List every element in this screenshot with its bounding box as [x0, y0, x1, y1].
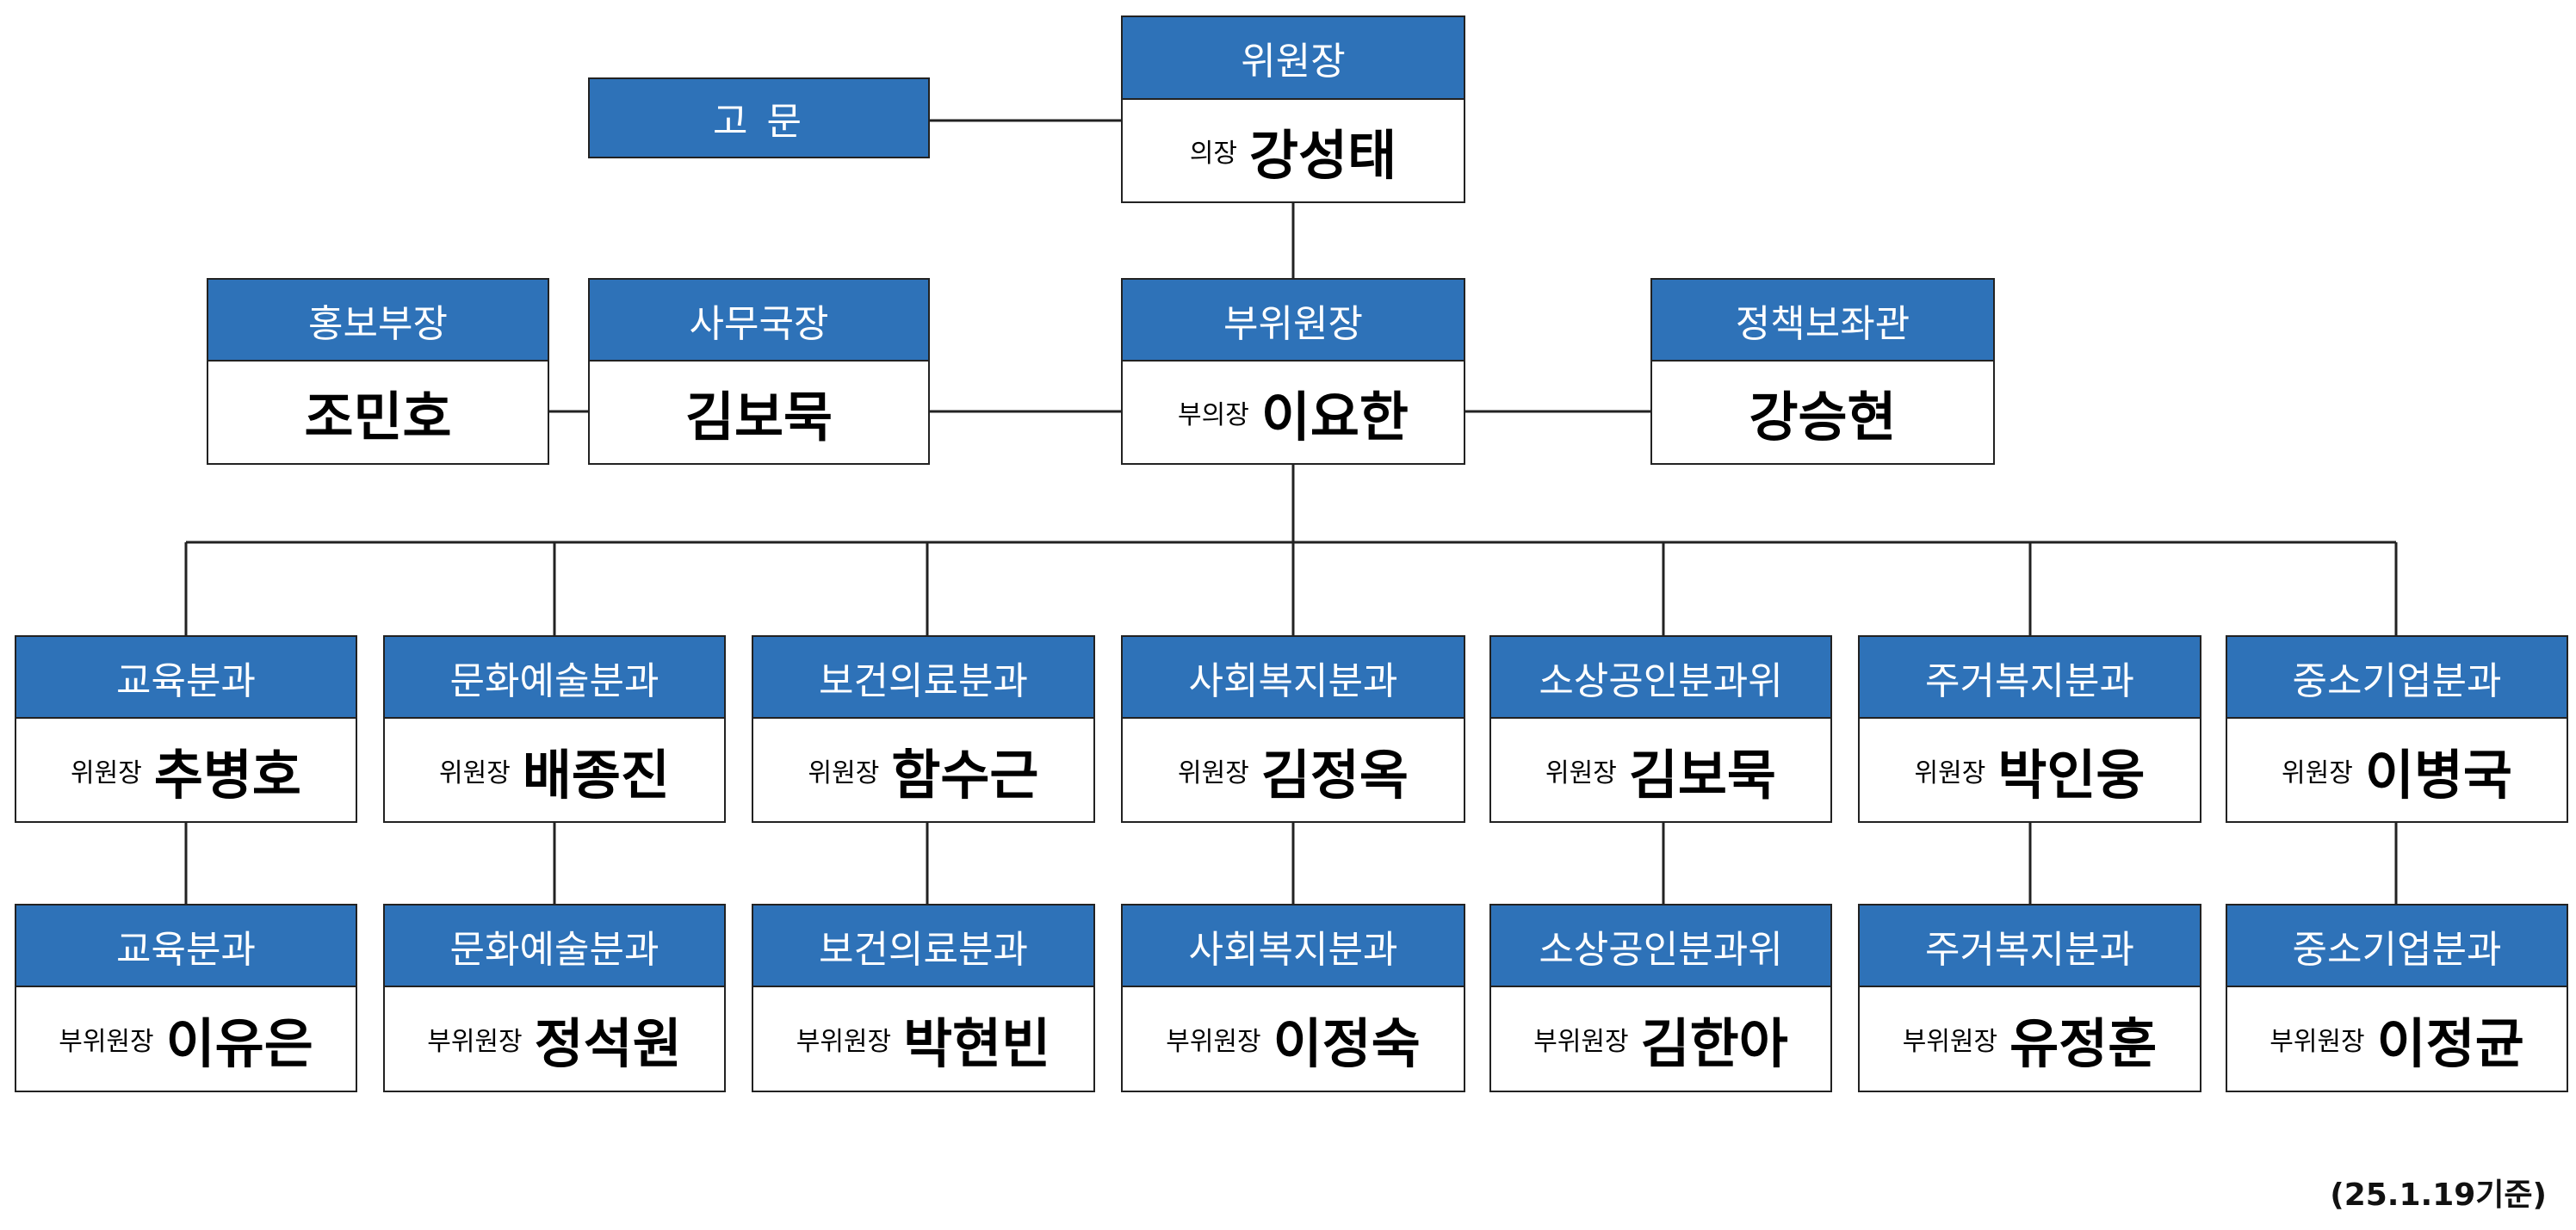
- vice-chair-box: 부위원장 부의장 이요한: [1121, 278, 1465, 465]
- committee-7-chair-box: 중소기업분과 위원장 이병국: [2226, 635, 2568, 823]
- committee-4-chair-name: 김정옥: [1260, 743, 1409, 807]
- committee-5-chair-role: 위원장: [1545, 757, 1617, 788]
- committee-4-chair-role: 위원장: [1178, 757, 1249, 788]
- committee-6-chair-body: 위원장 박인웅: [1860, 719, 2200, 821]
- pr-head-name: 조민호: [304, 386, 452, 448]
- committee-4-vice-body: 부위원장 이정숙: [1123, 987, 1464, 1091]
- committee-2-vice-name: 정석원: [534, 1012, 682, 1075]
- committee-1-chair-role: 위원장: [71, 757, 142, 788]
- committee-6-vice-role: 부위원장: [1902, 1027, 1998, 1057]
- chair-body: 의장 강성태: [1123, 100, 1464, 201]
- committee-4-title: 사회복지분과: [1123, 637, 1464, 719]
- committee-1-vice-box: 교육분과 부위원장 이유은: [15, 904, 357, 1092]
- committee-5-vice-name: 김한아: [1640, 1012, 1788, 1075]
- committee-7-chair-role: 위원장: [2282, 757, 2353, 788]
- committee-7-vice-name: 이정균: [2376, 1012, 2524, 1075]
- committee-1-chair-body: 위원장 추병호: [16, 719, 356, 821]
- committee-7-vice-body: 부위원장 이정균: [2227, 987, 2567, 1091]
- committee-3-vice-role: 부위원장: [796, 1027, 892, 1057]
- committee-5-vice-role: 부위원장: [1533, 1027, 1629, 1057]
- committee-1-vice-role: 부위원장: [59, 1027, 154, 1057]
- committee-1-chair-box: 교육분과 위원장 추병호: [15, 635, 357, 823]
- committee-6-vice-box: 주거복지분과 부위원장 유정훈: [1858, 904, 2201, 1092]
- policy-aide-body: 강승현: [1652, 362, 1993, 463]
- committee-2-chair-name: 배종진: [522, 743, 670, 807]
- committee-3-vice-body: 부위원장 박현빈: [753, 987, 1093, 1091]
- committee-3-chair-name: 함수근: [891, 743, 1039, 807]
- committee-6-chair-box: 주거복지분과 위원장 박인웅: [1858, 635, 2201, 823]
- committee-3-vice-title: 보건의료분과: [753, 906, 1093, 987]
- committee-4-chair-body: 위원장 김정옥: [1123, 719, 1464, 821]
- committee-7-vice-role: 부위원장: [2269, 1027, 2365, 1057]
- committee-3-title: 보건의료분과: [753, 637, 1093, 719]
- committee-6-title: 주거복지분과: [1860, 637, 2200, 719]
- vice-chair-body: 부의장 이요한: [1123, 362, 1464, 463]
- secretary-box: 사무국장 김보묵: [588, 278, 930, 465]
- committee-2-vice-body: 부위원장 정석원: [385, 987, 724, 1091]
- committee-4-vice-box: 사회복지분과 부위원장 이정숙: [1121, 904, 1465, 1092]
- committee-2-chair-body: 위원장 배종진: [385, 719, 724, 821]
- committee-7-vice-title: 중소기업분과: [2227, 906, 2567, 987]
- committee-5-chair-box: 소상공인분과위 위원장 김보묵: [1489, 635, 1832, 823]
- vice-chair-title: 부위원장: [1123, 280, 1464, 362]
- committee-5-chair-body: 위원장 김보묵: [1491, 719, 1830, 821]
- committee-7-chair-name: 이병국: [2364, 743, 2512, 807]
- committee-6-vice-title: 주거복지분과: [1860, 906, 2200, 987]
- committee-3-chair-body: 위원장 함수근: [753, 719, 1093, 821]
- committee-1-chair-name: 추병호: [153, 743, 301, 807]
- pr-head-title: 홍보부장: [208, 280, 548, 362]
- policy-aide-box: 정책보좌관 강승현: [1650, 278, 1995, 465]
- committee-7-vice-box: 중소기업분과 부위원장 이정균: [2226, 904, 2568, 1092]
- secretary-title: 사무국장: [590, 280, 928, 362]
- advisor-box: 고 문: [588, 77, 930, 158]
- basis-date-note: (25.1.19기준): [2330, 1177, 2547, 1213]
- vice-chair-role: 부의장: [1178, 400, 1249, 430]
- committee-2-chair-box: 문화예술분과 위원장 배종진: [383, 635, 726, 823]
- advisor-title: 고 문: [590, 79, 928, 157]
- committee-4-vice-role: 부위원장: [1166, 1027, 1261, 1057]
- committee-5-title: 소상공인분과위: [1491, 637, 1830, 719]
- secretary-body: 김보묵: [590, 362, 928, 463]
- committee-3-vice-name: 박현빈: [903, 1012, 1051, 1075]
- chair-title: 위원장: [1123, 17, 1464, 100]
- committee-3-vice-box: 보건의료분과 부위원장 박현빈: [752, 904, 1095, 1092]
- committee-4-vice-title: 사회복지분과: [1123, 906, 1464, 987]
- committee-3-chair-box: 보건의료분과 위원장 함수근: [752, 635, 1095, 823]
- committee-2-vice-title: 문화예술분과: [385, 906, 724, 987]
- chair-box: 위원장 의장 강성태: [1121, 15, 1465, 203]
- committee-2-title: 문화예술분과: [385, 637, 724, 719]
- committee-2-chair-role: 위원장: [439, 757, 511, 788]
- committee-6-chair-role: 위원장: [1914, 757, 1986, 788]
- committee-1-vice-name: 이유은: [165, 1012, 313, 1075]
- committee-5-vice-box: 소상공인분과위 부위원장 김한아: [1489, 904, 1832, 1092]
- committee-7-chair-body: 위원장 이병국: [2227, 719, 2567, 821]
- pr-head-box: 홍보부장 조민호: [207, 278, 549, 465]
- secretary-name: 김보묵: [684, 386, 833, 448]
- vice-chair-name: 이요한: [1260, 386, 1409, 448]
- committee-4-chair-box: 사회복지분과 위원장 김정옥: [1121, 635, 1465, 823]
- committee-4-vice-name: 이정숙: [1273, 1012, 1421, 1075]
- committee-2-vice-box: 문화예술분과 부위원장 정석원: [383, 904, 726, 1092]
- committee-1-vice-body: 부위원장 이유은: [16, 987, 356, 1091]
- chair-name: 강성태: [1249, 124, 1397, 187]
- committee-5-vice-body: 부위원장 김한아: [1491, 987, 1830, 1091]
- committee-1-title: 교육분과: [16, 637, 356, 719]
- committee-7-title: 중소기업분과: [2227, 637, 2567, 719]
- committee-2-vice-role: 부위원장: [427, 1027, 523, 1057]
- committee-1-vice-title: 교육분과: [16, 906, 356, 987]
- policy-aide-name: 강승현: [1749, 386, 1897, 448]
- committee-6-vice-name: 유정훈: [2009, 1012, 2158, 1075]
- committee-6-chair-name: 박인웅: [1997, 743, 2146, 807]
- pr-head-body: 조민호: [208, 362, 548, 463]
- committee-5-vice-title: 소상공인분과위: [1491, 906, 1830, 987]
- committee-6-vice-body: 부위원장 유정훈: [1860, 987, 2200, 1091]
- committee-3-chair-role: 위원장: [808, 757, 880, 788]
- chair-role: 의장: [1189, 139, 1238, 169]
- committee-5-chair-name: 김보묵: [1628, 743, 1776, 807]
- policy-aide-title: 정책보좌관: [1652, 280, 1993, 362]
